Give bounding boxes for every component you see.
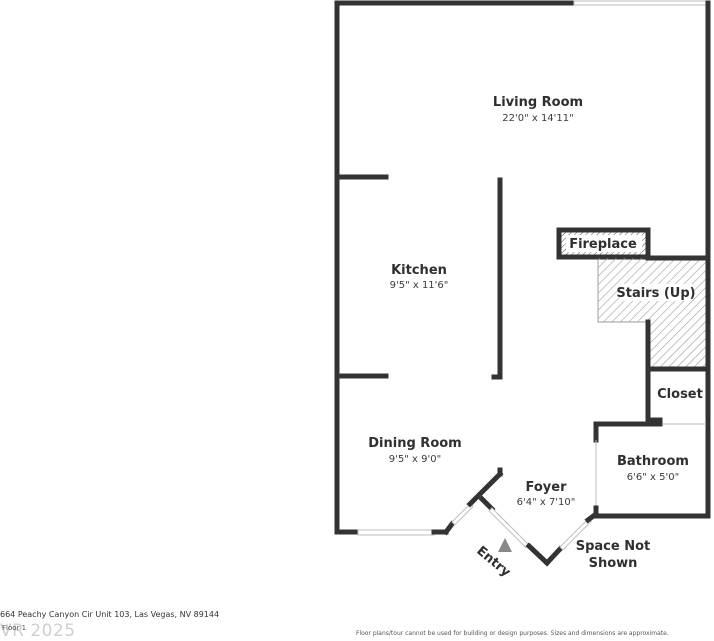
watermark: VR 2025 (0, 621, 76, 641)
bathroom-dims: 6'6" x 5'0" (627, 472, 679, 483)
room-labels: Living Room 22'0" x 14'11" Kitchen 9'5" … (368, 95, 703, 571)
bathroom-name: Bathroom (617, 454, 689, 469)
living-room-name: Living Room (493, 95, 583, 110)
bottom-window (357, 529, 435, 536)
dining-room-name: Dining Room (368, 436, 461, 451)
kitchen-name: Kitchen (391, 263, 447, 278)
space-not-shown-line2: Shown (589, 556, 638, 571)
address-text: 664 Peachy Canyon Cir Unit 103, Las Vega… (0, 610, 220, 619)
entry-marker: Entry (473, 538, 514, 581)
foyer-dims: 6'4" x 7'10" (517, 497, 576, 508)
entry-wall-left (478, 495, 496, 513)
entry-door (488, 507, 530, 549)
kitchen-dims: 9'5" x 11'6" (390, 280, 449, 291)
fireplace-name: Fireplace (569, 237, 637, 252)
bay-wall-a (442, 520, 456, 536)
outer-walls (334, 0, 711, 567)
space-not-shown-line1: Space Not (576, 539, 651, 554)
dining-room-dims: 9'5" x 9'0" (389, 454, 441, 465)
disclaimer-text: Floor plans/tour cannot be used for buil… (356, 630, 669, 637)
living-room-dims: 22'0" x 14'11" (502, 113, 574, 124)
fireplace-label-bg (566, 235, 642, 252)
bay-wall-b (466, 470, 504, 508)
foyer-name: Foyer (526, 480, 568, 495)
closet-name: Closet (657, 387, 703, 402)
entry-arrow-icon (498, 538, 512, 552)
entry-wall-bottom (525, 542, 551, 567)
entry-wall-right-a (543, 545, 564, 567)
stairs-label-bg (620, 284, 692, 301)
stairs-area (598, 258, 708, 368)
top-window (573, 0, 709, 6)
stairs-name: Stairs (Up) (616, 286, 695, 301)
page-marker: Floor 1 (2, 624, 27, 632)
